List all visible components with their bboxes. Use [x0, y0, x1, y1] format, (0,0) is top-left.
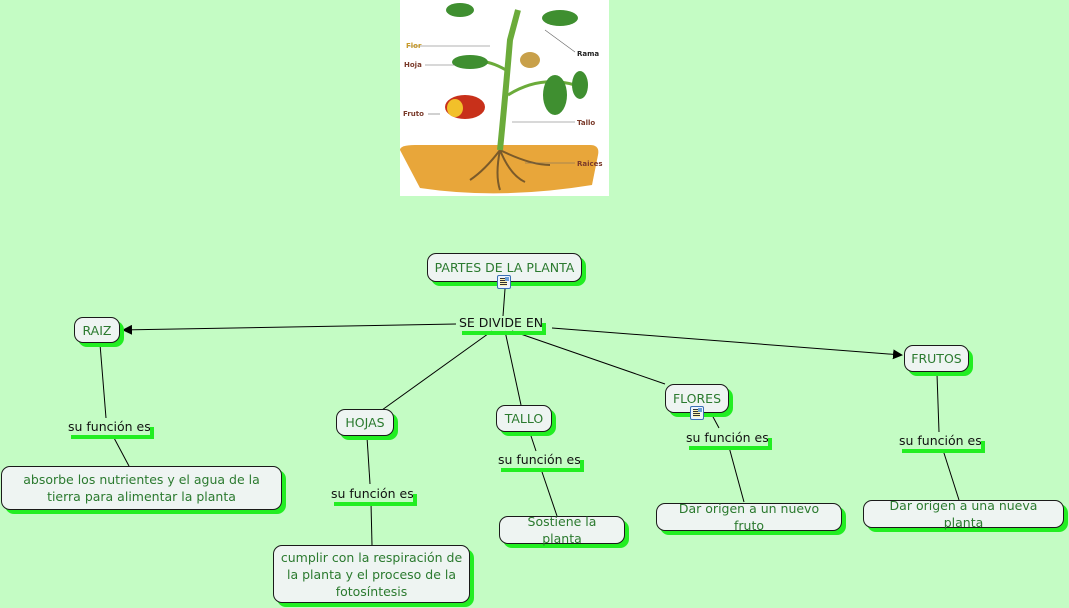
- link-phrase-tallo: su función es: [498, 452, 584, 472]
- link-phrase-flores-label: su función es: [686, 430, 769, 445]
- concept-raiz-function[interactable]: absorbe los nutrientes y el agua de la t…: [1, 466, 282, 510]
- link-phrase-hojas-label: su función es: [331, 486, 414, 501]
- concept-frutos-function-label: Dar origen a una nueva planta: [889, 498, 1038, 530]
- link-phrase-flores: su función es: [686, 430, 772, 450]
- link-to-tallo: [504, 330, 522, 406]
- label-tallo: Tallo: [577, 119, 596, 127]
- concept-tallo[interactable]: TALLO: [496, 405, 552, 432]
- link-to-frutos: [551, 327, 903, 360]
- concept-tallo-function[interactable]: Sostiene la planta: [499, 514, 625, 546]
- concept-tallo-function-label: Sostiene la planta: [527, 514, 597, 546]
- concept-raiz-function-label: absorbe los nutrientes y el agua de la t…: [23, 472, 260, 504]
- concept-frutos-label: FRUTOS: [911, 351, 962, 366]
- link-to-hojas: [381, 330, 493, 411]
- concept-hojas-function-label: cumplir con la respiración de la planta …: [280, 549, 463, 599]
- link-phrase-frutos-label: su función es: [899, 433, 982, 448]
- concept-flores-label: FLORES: [672, 391, 722, 406]
- link-root-to-phrase: [502, 288, 506, 317]
- concept-hojas[interactable]: HOJAS: [336, 409, 394, 436]
- plant-illustration: [400, 3, 599, 194]
- concept-frutos[interactable]: FRUTOS: [904, 345, 969, 372]
- link-phrase-divide-label: SE DIVIDE EN: [459, 315, 544, 330]
- link-phrase-raiz-label: su función es: [68, 419, 151, 434]
- concept-hojas-function[interactable]: cumplir con la respiración de la planta …: [273, 545, 470, 603]
- concept-flores-function[interactable]: Dar origen a un nuevo fruto: [656, 501, 842, 533]
- concept-flores-function-label: Dar origen a un nuevo fruto: [678, 501, 820, 533]
- concept-tallo-label: TALLO: [504, 411, 544, 426]
- document-resource-icon[interactable]: [690, 406, 704, 420]
- document-resource-icon[interactable]: [497, 275, 511, 289]
- label-flor: Flor: [406, 42, 422, 50]
- label-fruto: Fruto: [403, 110, 424, 118]
- plant-diagram-image: Flor Hoja Fruto Rama Tallo Raices: [400, 0, 609, 196]
- label-rama: Rama: [577, 50, 600, 58]
- link-phrase-raiz: su función es: [68, 419, 154, 439]
- label-hoja: Hoja: [404, 61, 422, 69]
- link-to-raiz: [122, 323, 457, 335]
- concept-frutos-function[interactable]: Dar origen a una nueva planta: [863, 498, 1064, 530]
- concept-hojas-label: HOJAS: [345, 415, 385, 430]
- link-phrase-hojas: su función es: [331, 486, 417, 506]
- link-phrase-tallo-label: su función es: [498, 452, 581, 467]
- link-phrase-divide: SE DIVIDE EN: [459, 315, 547, 335]
- concept-raiz-label: RAIZ: [82, 322, 112, 338]
- link-to-flores: [511, 330, 666, 385]
- label-raices: Raices: [577, 160, 603, 168]
- concept-raiz[interactable]: RAIZ: [74, 317, 120, 343]
- link-phrase-frutos: su función es: [899, 433, 985, 453]
- concept-root-label: PARTES DE LA PLANTA: [434, 260, 575, 275]
